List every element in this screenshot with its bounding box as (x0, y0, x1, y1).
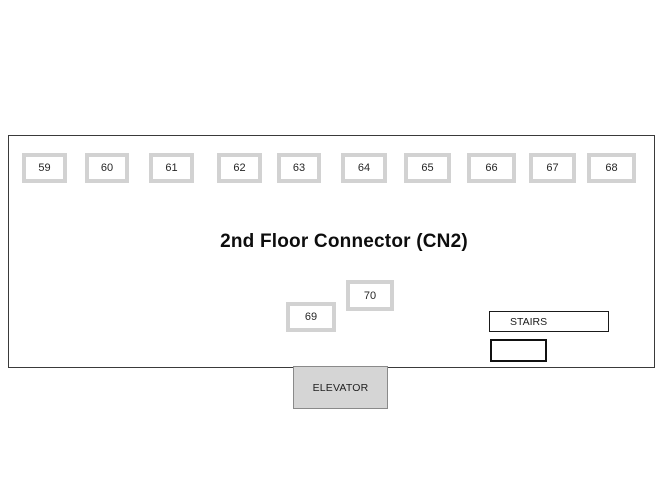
room-box-61: 61 (149, 153, 194, 183)
room-label: 65 (421, 162, 434, 174)
plan-title: 2nd Floor Connector (CN2) (220, 231, 468, 252)
stairs-box: STAIRS (489, 311, 609, 332)
room-box-62: 62 (217, 153, 262, 183)
room-label: 61 (165, 162, 178, 174)
room-label: 62 (233, 162, 246, 174)
room-box-65: 65 (404, 153, 451, 183)
room-box-64: 64 (341, 153, 387, 183)
room-box-68: 68 (587, 153, 636, 183)
room-box-66: 66 (467, 153, 516, 183)
room-label: 68 (605, 162, 618, 174)
unlabeled-box (490, 339, 547, 362)
room-label: 60 (100, 162, 114, 174)
room-box-59: 59 (22, 153, 67, 183)
room-label: 63 (292, 162, 306, 174)
room-label: 69 (304, 311, 318, 323)
room-label: 70 (363, 289, 377, 302)
room-box-63: 63 (277, 153, 321, 183)
room-label: 64 (357, 162, 371, 174)
room-label: 67 (546, 162, 559, 174)
room-box-60: 60 (85, 153, 129, 183)
room-label: 59 (38, 162, 51, 174)
stairs-label: STAIRS (510, 315, 548, 328)
elevator-box: ELEVATOR (293, 366, 388, 409)
room-box-67: 67 (529, 153, 576, 183)
room-box-69: 69 (286, 302, 336, 332)
elevator-label: ELEVATOR (312, 381, 369, 394)
floor-outline: 59 60 61 62 63 64 65 66 67 68 2nd Floor … (8, 135, 655, 368)
room-box-70: 70 (346, 280, 394, 311)
room-label: 66 (485, 162, 498, 174)
